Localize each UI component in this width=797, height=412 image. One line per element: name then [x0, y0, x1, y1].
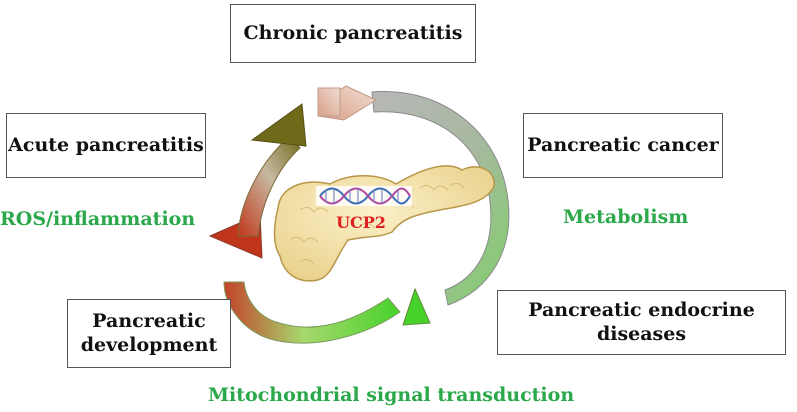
metabolism-label: Metabolism: [563, 206, 689, 228]
dna-helix-icon: [316, 186, 412, 206]
arc-right: [371, 90, 510, 306]
arrowhead-right: [402, 287, 431, 326]
pancreatic-cancer-box: Pancreatic cancer: [523, 113, 723, 178]
pancreatic-development-label-line2: development: [80, 333, 218, 356]
ros-inflammation-label: ROS/inflammation: [0, 208, 196, 230]
acute-pancreatitis-label: Acute pancreatitis: [8, 133, 204, 156]
acute-pancreatitis-box: Acute pancreatitis: [6, 113, 206, 178]
chronic-pancreatitis-box: Chronic pancreatitis: [230, 4, 476, 63]
chronic-pancreatitis-label: Chronic pancreatitis: [243, 21, 463, 44]
mitochondrial-signal-transduction-label: Mitochondrial signal transduction: [208, 384, 575, 406]
arrow-top-shaft: [317, 87, 341, 117]
pancreatic-development-label-line1: Pancreatic: [92, 309, 206, 332]
pancreatic-development-box: Pancreatic development: [67, 299, 231, 368]
pancreatic-endocrine-diseases-label: Pancreatic endocrine diseases: [528, 298, 755, 345]
pancreatic-cancer-label: Pancreatic cancer: [527, 133, 719, 156]
pancreatic-endocrine-diseases-box: Pancreatic endocrine diseases: [497, 290, 786, 355]
ucp2-label: UCP2: [336, 213, 386, 232]
arc-bottom: [223, 281, 401, 344]
arrowhead-left-top: [250, 103, 307, 147]
arc-left: [237, 135, 301, 237]
